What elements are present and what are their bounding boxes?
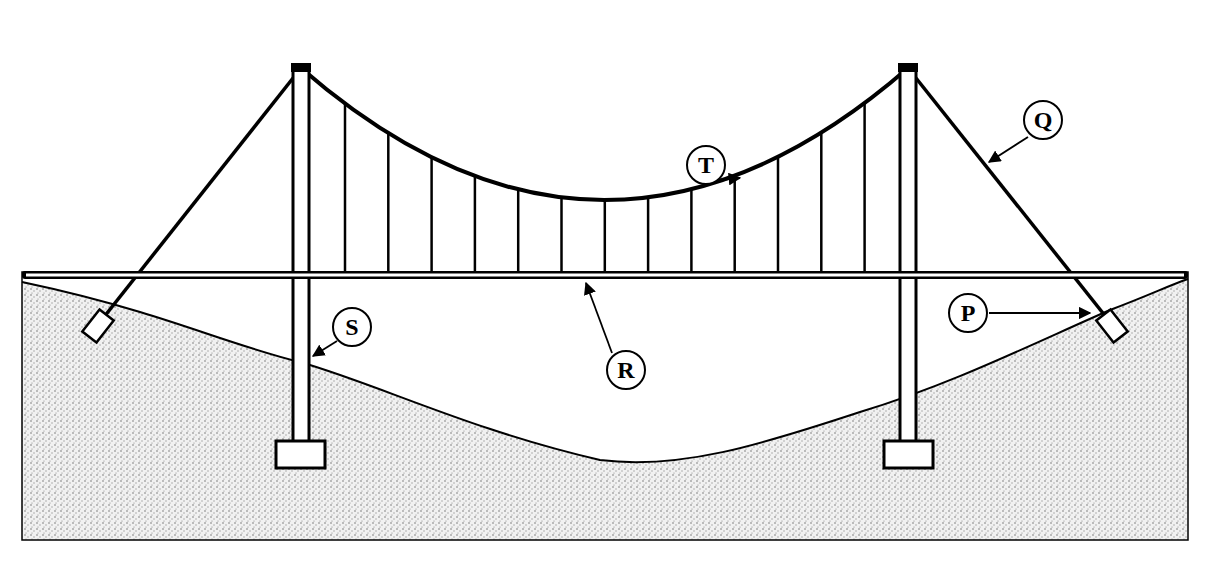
hanger: [604, 200, 607, 272]
leader-arrow: [989, 312, 1090, 314]
callout-circle: S: [332, 307, 372, 347]
anchor-block: [82, 309, 113, 342]
back-stay: [100, 68, 301, 322]
frame: [22, 272, 1188, 540]
callout-circle: R: [606, 350, 646, 390]
anchor-block: [1096, 309, 1127, 342]
back-stay: [908, 68, 1110, 322]
tower: [276, 63, 325, 468]
hanger: [387, 133, 390, 272]
leader-arrow: [720, 178, 740, 180]
callout-letter: R: [617, 358, 634, 382]
callout-letter: Q: [1034, 108, 1053, 132]
hanger: [647, 197, 650, 272]
callout-circle: Q: [1023, 100, 1063, 140]
callout-circle: P: [948, 293, 988, 333]
leader-arrow: [989, 137, 1028, 162]
hanger: [430, 157, 433, 272]
ground: [22, 279, 1188, 540]
leader-arrow: [586, 283, 612, 353]
hanger: [863, 103, 866, 272]
hanger: [560, 197, 563, 272]
callout-letter: T: [698, 153, 714, 177]
callout-circle: T: [686, 145, 726, 185]
hanger: [344, 103, 347, 272]
hanger: [517, 189, 520, 272]
hanger: [777, 157, 780, 272]
leader-arrow: [313, 341, 337, 356]
callout-letter: S: [345, 315, 358, 339]
hanger: [820, 133, 823, 272]
hanger: [690, 189, 693, 272]
callout-letter: P: [961, 301, 976, 325]
deck-inner: [26, 274, 1184, 277]
hanger: [733, 176, 736, 272]
main-cable: [301, 68, 908, 200]
ground-line: [22, 279, 1188, 462]
tower: [884, 63, 933, 468]
deck: [22, 271, 1188, 279]
hangers: [345, 103, 865, 272]
hanger: [474, 176, 477, 272]
